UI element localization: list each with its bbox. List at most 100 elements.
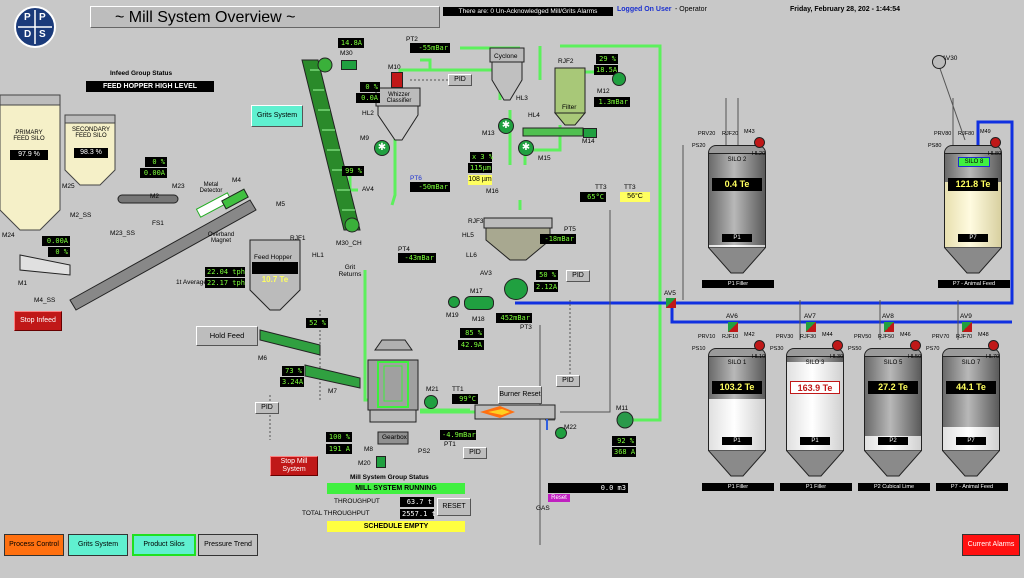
m17-current: 2.12A (534, 282, 558, 292)
cyclone-label: Cyclone (494, 53, 518, 60)
m25-tag: M25 (62, 183, 75, 190)
hl2-tag: HL2 (362, 110, 374, 117)
silo-valve-tag: AV7 (804, 313, 816, 320)
silo-level-value: 27.2 Te (868, 381, 918, 394)
nav-grits-system[interactable]: Grits System (68, 534, 128, 556)
nav-pressure-trend[interactable]: Pressure Trend (198, 534, 258, 556)
infeed-status: FEED HOPPER HIGH LEVEL (86, 81, 214, 92)
m11-tag: M11 (616, 405, 629, 412)
nav-product-silos[interactable]: Product Silos (132, 534, 196, 556)
silo-cone (944, 247, 1002, 274)
silo-cone (942, 450, 1000, 477)
stop-mill-button[interactable]: Stop Mill System (270, 456, 318, 476)
m12-pressure: 1.3mBar (594, 97, 630, 107)
m7-current: 3.24A (280, 377, 304, 387)
silo-valve-icon[interactable] (806, 322, 816, 332)
m24-current: 0.00A (42, 236, 70, 246)
m17-motor-icon (464, 296, 494, 310)
overband-magnet-label: Overband Magnet (207, 232, 235, 244)
logo-letter-p2: P (39, 12, 46, 23)
pid-m17-button[interactable]: PID (566, 270, 590, 282)
total-throughput-value: 2557.1 t (400, 509, 436, 519)
pt6-value: -50mBar (410, 182, 450, 192)
silo-instrument-tag: M49 (980, 129, 991, 135)
silo-valve-icon[interactable] (962, 322, 972, 332)
metal-detector-label: Metal Detector (199, 182, 223, 194)
m6-speed: 52 % (306, 318, 328, 328)
pt4-value: -43mBar (398, 253, 436, 263)
m9-tag: M9 (360, 135, 370, 142)
m30-tag: M30 (340, 50, 353, 57)
silo-product-plate: P7 (958, 234, 988, 242)
hold-feed-button[interactable]: Hold Feed (196, 326, 258, 346)
silo-level-value: 0.4 Te (712, 178, 762, 191)
throughput-reset-button[interactable]: RESET (437, 498, 471, 516)
pid-tt3-button[interactable]: PID (556, 375, 580, 387)
silo-fill (709, 245, 765, 247)
silo-instrument-tag: HL80 (988, 151, 1002, 157)
m15-fan-icon: ✱ (518, 140, 534, 156)
m10-current: 0.0A (356, 93, 380, 103)
hl4-tag: HL4 (528, 112, 540, 119)
rjf2-tag: RJF2 (558, 58, 574, 65)
nav-current-alarms[interactable]: Current Alarms (962, 534, 1020, 556)
logo-letter-s: S (39, 29, 46, 40)
m10-speed: 0 % (360, 82, 380, 92)
gas-flow-value: 0.0 m3 (548, 483, 628, 493)
rjf3-tag: RJF3 (468, 218, 484, 225)
gas-reset-button[interactable]: Reset (548, 494, 570, 502)
m21-tag: M21 (426, 386, 439, 393)
pt1-label: PT1 (444, 441, 456, 448)
silo-name: SILO 7 (961, 360, 981, 366)
grits-system-button[interactable]: Grits System (251, 105, 303, 127)
rotary-valve-icon (504, 278, 528, 300)
silo-fan-icon (754, 340, 765, 351)
silo-valve-icon[interactable] (884, 322, 894, 332)
silo-instrument-tag: PRV30 (776, 334, 794, 340)
pt4-label: PT4 (398, 246, 410, 253)
feed-hopper-label: Feed Hopper (254, 254, 292, 261)
m22-tag: M22 (564, 424, 577, 431)
m2ss-tag: M2_SS (70, 212, 92, 219)
m4ss-tag: M4_SS (34, 297, 56, 304)
nav-process-control[interactable]: Process Control (4, 534, 64, 556)
av5-valve-icon (666, 298, 676, 308)
silo-level-value: 121.8 Te (948, 178, 998, 191)
silo-instrument-tag: HL50 (908, 354, 922, 360)
pt3-value: 452mBar (496, 313, 532, 323)
m25-speed: 0 % (145, 157, 167, 167)
ps2-tag: PS2 (418, 448, 431, 455)
tt1-label: TT1 (452, 386, 464, 393)
silo-product-plate: P1 (722, 234, 752, 242)
burner-reset-button[interactable]: Burner Reset (498, 386, 542, 404)
m24-tag: M24 (2, 232, 15, 239)
silo-cone (708, 247, 766, 274)
m5-tag: M5 (276, 201, 286, 208)
pt2-value: -55mBar (410, 43, 450, 53)
silo-valve-icon[interactable] (932, 55, 946, 69)
silo-level-value: 163.9 Te (790, 381, 840, 394)
silo-valve-icon[interactable] (728, 322, 738, 332)
stop-infeed-button[interactable]: Stop Infeed (14, 311, 62, 331)
m11-speed: 92 % (612, 436, 636, 446)
m12-speed: 29 % (596, 54, 618, 64)
silo-caption: P2 Cubical Lime (858, 483, 930, 491)
hl3-tag: HL3 (516, 95, 528, 102)
pt5-value: -18mBar (540, 234, 576, 244)
tt3b-value: 56°C (620, 192, 650, 202)
primary-silo-label: PRIMARY FEED SILO (13, 130, 45, 142)
fs1-tag: FS1 (152, 220, 164, 227)
pid-infeed-button[interactable]: PID (255, 402, 279, 414)
pt2-label: PT2 (406, 36, 418, 43)
pid-pt1-button[interactable]: PID (463, 447, 487, 459)
hl5-tag: HL5 (462, 232, 474, 239)
m6-tag: M6 (258, 355, 268, 362)
pid-pt2-button[interactable]: PID (448, 74, 472, 86)
hl1-tag: HL1 (312, 252, 324, 259)
